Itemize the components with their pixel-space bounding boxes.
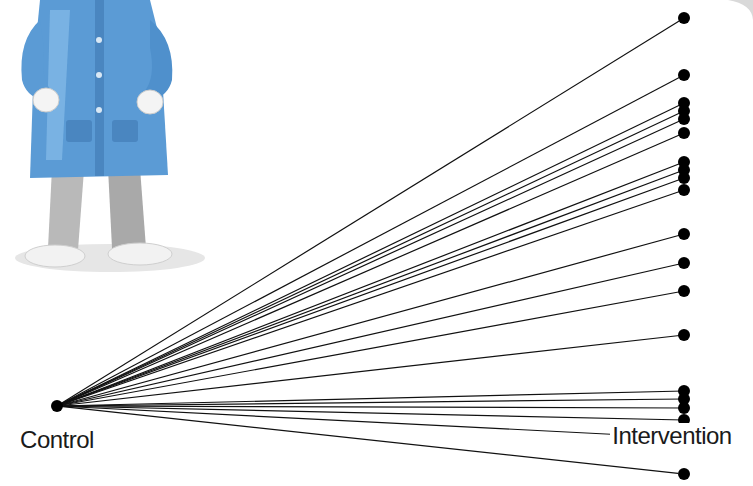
bubble-edge [728,0,753,20]
coat-pocket [112,120,138,142]
fan-line [57,103,684,406]
connector-line [63,407,678,474]
fan-line [57,234,684,406]
group-label: Intervention [610,423,733,449]
outcome-dot [678,257,690,269]
fan-line [57,190,684,406]
outcome-dot [678,127,690,139]
outcome-dot [678,184,690,196]
fan-line [57,111,684,406]
group-dot: Intervention [678,468,690,480]
fan-line [57,291,684,406]
group-dot: Control [51,400,63,412]
coat-button [96,72,102,78]
figure-shadow [15,244,205,272]
figure-shoe [108,243,172,265]
outcome-dot [678,172,690,184]
fan-line [57,406,684,438]
outcome-dot [678,285,690,297]
fan-line [57,335,684,406]
fan-line [57,119,684,406]
outcome-dot [678,402,690,414]
figure-leg [108,168,146,248]
coat-button [96,37,102,43]
fan-line [57,133,684,406]
figure-glove [137,90,163,114]
fan-line [57,162,684,406]
coat-arm [144,20,172,100]
outcome-dot [678,329,690,341]
coat-button [96,107,102,113]
fan-line [57,75,684,406]
figure-glove [33,88,59,112]
coat-pocket [66,120,92,142]
outcome-dot [678,12,690,24]
fan-line [57,18,684,406]
fan-line [57,178,684,406]
outcome-dot [678,69,690,81]
fan-line [57,170,684,406]
figure-shoe [25,245,85,267]
fan-line [57,399,684,406]
fan-line [57,263,684,406]
fan-line [57,391,684,406]
figure-leg [48,168,84,250]
outcome-dot [678,113,690,125]
fan-line [57,406,684,420]
outcome-dot [678,228,690,240]
coat-seam [95,0,104,176]
group-label: Control [18,427,96,453]
